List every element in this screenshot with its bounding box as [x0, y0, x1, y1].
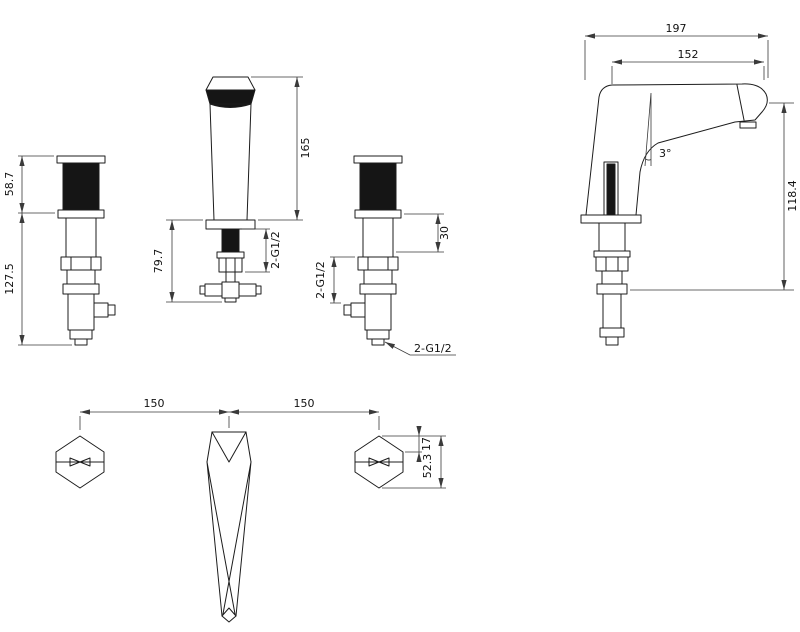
plan-view [55, 431, 404, 623]
right-handle-grip [359, 162, 397, 211]
left-handle-grip [62, 162, 100, 211]
dimension-150-pair: 150 150 [79, 397, 380, 430]
dim-label-angle: 3° [659, 147, 672, 160]
ext-lines-197 [584, 40, 769, 80]
spout-cross-block [221, 281, 240, 299]
dim-label-52-3: 52.3 [421, 454, 434, 479]
spout-dark-band [205, 89, 256, 108]
angle-construction-lines [644, 92, 652, 167]
dimension-30: 30 [396, 213, 451, 253]
dim-label-118-4: 118.4 [786, 180, 799, 212]
dimension-79-7: 79.7 [152, 219, 222, 303]
dim-label-150-left: 150 [144, 397, 165, 410]
left-handle-outline [56, 155, 116, 346]
plan-right-handle [354, 435, 404, 489]
dimension-165: 165 [251, 76, 312, 221]
ext-lines-165 [251, 76, 303, 221]
spout-body-outline [199, 103, 262, 297]
dim-label-127-5: 127.5 [3, 263, 16, 295]
plan-left-handle [55, 435, 105, 489]
dimension-52-3: 52.3 [382, 436, 446, 489]
dimension-118-4: 118.4 [630, 102, 799, 291]
front-view-right-handle [343, 155, 403, 346]
ext-lines-79-7 [166, 219, 222, 303]
dim-label-thread-leader: 2-G1/2 [414, 342, 452, 355]
dimension-152: 152 [611, 48, 765, 84]
dimension-17: 17 [382, 426, 446, 462]
ext-lines-30 [396, 213, 444, 253]
side-bottom-assembly [580, 214, 642, 346]
ext-lines-58-7 [18, 155, 55, 214]
dim-label-165: 165 [299, 138, 312, 159]
dimension-angle-3deg: 3° [644, 92, 672, 167]
ext-lines-152 [611, 66, 765, 84]
front-view-left-handle [56, 155, 116, 346]
dim-label-thread-right: 2-G1/2 [314, 261, 327, 299]
ext-lines-118-4 [630, 102, 794, 291]
spout-bottom-stub [224, 297, 237, 303]
dim-label-79-7: 79.7 [152, 249, 165, 274]
side-view-spout [580, 83, 768, 346]
dim-label-17: 17 [420, 437, 433, 451]
dimension-58-7: 58.7 [3, 155, 55, 214]
dim-label-197: 197 [666, 22, 687, 35]
dim-label-152: 152 [678, 48, 699, 61]
dimension-thread-center: 2-G1/2 [242, 228, 282, 273]
side-cartridge-core [606, 163, 616, 216]
dimension-thread-leader: 2-G1/2 [384, 341, 456, 356]
ext-lines-150 [79, 416, 380, 430]
dim-label-58-7: 58.7 [3, 172, 16, 197]
leader-line-thread [384, 341, 456, 356]
dim-label-thread-center: 2-G1/2 [269, 231, 282, 269]
dim-label-150-right: 150 [294, 397, 315, 410]
side-spout-outline [585, 83, 768, 216]
spout-threaded-stem [221, 228, 240, 253]
dimension-thread-right: 2-G1/2 [314, 256, 355, 304]
dimension-127-5: 127.5 [3, 213, 72, 346]
dim-label-30: 30 [438, 226, 451, 240]
side-spout-head-face-line [736, 84, 745, 121]
plan-spout [206, 431, 252, 623]
right-handle-outline [343, 155, 403, 346]
front-view-spout [199, 76, 262, 303]
spout-cap-outline [205, 76, 256, 91]
side-spout-nozzle [739, 121, 757, 129]
dimension-197: 197 [584, 22, 769, 80]
